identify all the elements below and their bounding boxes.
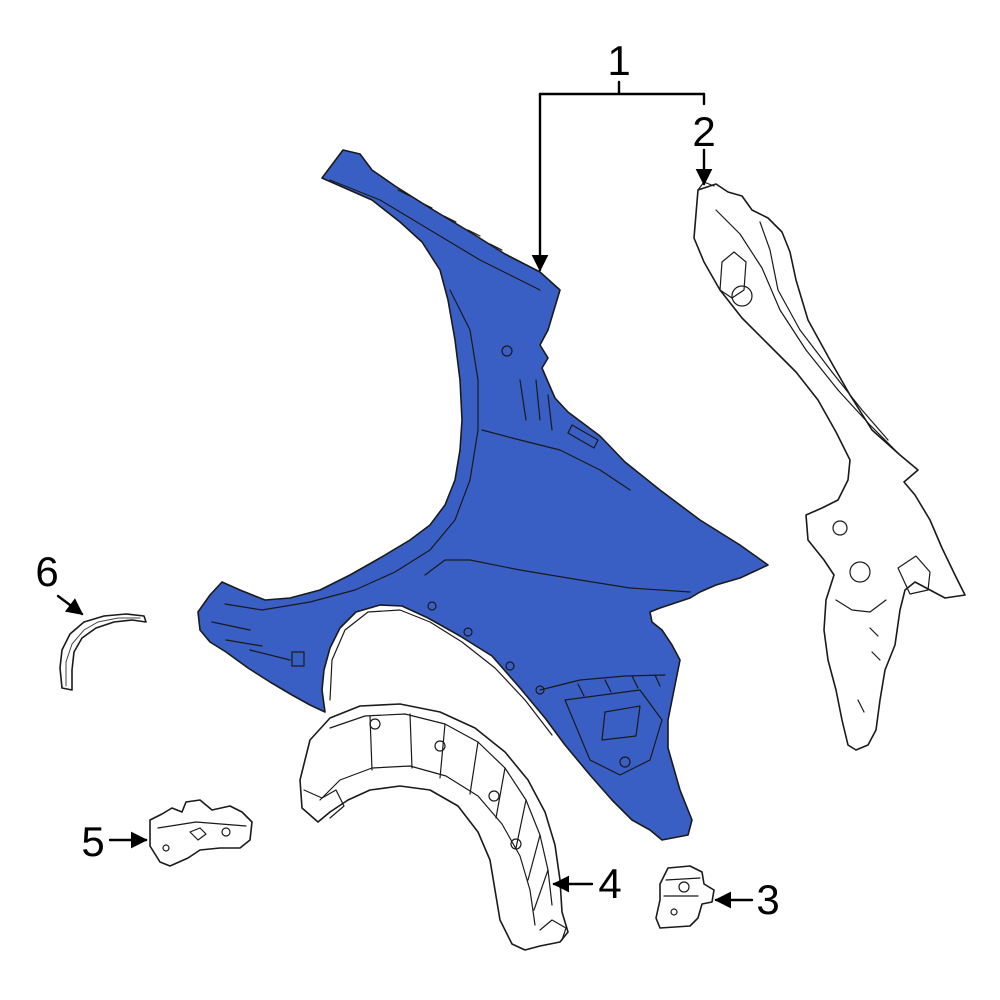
inner-pillar-body [693,183,966,751]
mount-hole-3 [463,627,473,637]
quarter-panel[interactable] [197,149,769,841]
liner-outer-rib [329,713,553,906]
callout-5: 5 [81,818,148,865]
inner-rib-1 [481,429,631,491]
bracket-plate-hole [221,827,231,837]
callout-6-leader [56,594,84,616]
inner-pillar-reinforcement[interactable] [693,181,966,751]
lower-bracket-tabs [577,674,661,697]
liner-front-flap [303,789,345,819]
inner-rib-2 [519,379,553,431]
liner-clip-2 [434,740,446,752]
lower-panel-rect [601,705,641,741]
small-bracket[interactable] [655,865,715,929]
bracket-plate-fold [157,821,247,829]
pillar-crease [329,179,541,291]
sill-tab [291,651,305,667]
pillar-oval-slot [719,251,747,299]
small-bracket-hole [678,881,690,893]
body-crease [424,559,691,593]
small-bracket-fold [663,877,701,897]
callout-1-bracket [538,80,706,96]
wheel-arch-lip [329,609,553,736]
pillar-channel [715,209,901,456]
pillar-hole-3 [832,520,848,536]
pillar-hole-1 [731,285,753,307]
callout-label-2: 2 [692,108,715,155]
pillar-inner-edge [224,289,479,611]
callout-label-5: 5 [81,818,104,865]
callout-label-4: 4 [598,860,621,907]
sill-slots [211,621,291,661]
callout-2: 2 [692,92,715,184]
lower-panel-box [564,689,663,776]
callout-3: 3 [714,876,780,923]
liner-clip-1 [369,718,381,730]
wheel-housing-liner[interactable] [299,703,569,951]
mount-hole-5 [535,685,545,695]
quarter-panel-body [197,149,769,841]
liner-inner-edge [319,765,536,926]
bracket-plate-stud [189,827,207,841]
arch-molding-strip[interactable] [59,613,147,691]
liner-clip-4 [510,838,522,850]
mount-hole-4 [505,661,515,671]
bracket-plate-body [149,799,253,867]
lower-flange [539,674,666,691]
arch-molding-body [59,613,147,691]
mount-hole-6 [619,756,631,768]
small-bracket-hole-2 [670,908,678,916]
pillar-channel-2 [759,221,889,441]
callout-label-1: 1 [607,37,630,84]
liner-tail-tab [539,919,567,941]
bracket-plate[interactable] [149,799,253,867]
callout-1: 1 [531,37,706,272]
mount-hole-1 [501,345,513,357]
roof-rail-slots [397,189,503,251]
callout-label-3: 3 [756,876,779,923]
callout-4: 4 [552,860,622,907]
inner-slot [567,424,599,449]
pillar-lower-recess [897,555,931,595]
bracket-plate-hole-2 [162,844,170,852]
callout-label-6: 6 [35,548,58,595]
liner-body [299,703,569,951]
mount-hole-2 [427,601,437,611]
callout-6: 6 [35,548,84,616]
pillar-lower-edge [835,599,887,613]
liner-clip-3 [488,790,500,802]
pillar-lower-slots [857,627,881,713]
arch-molding-groove [65,617,141,687]
pillar-hole-2 [849,561,871,583]
small-bracket-body [655,865,715,929]
